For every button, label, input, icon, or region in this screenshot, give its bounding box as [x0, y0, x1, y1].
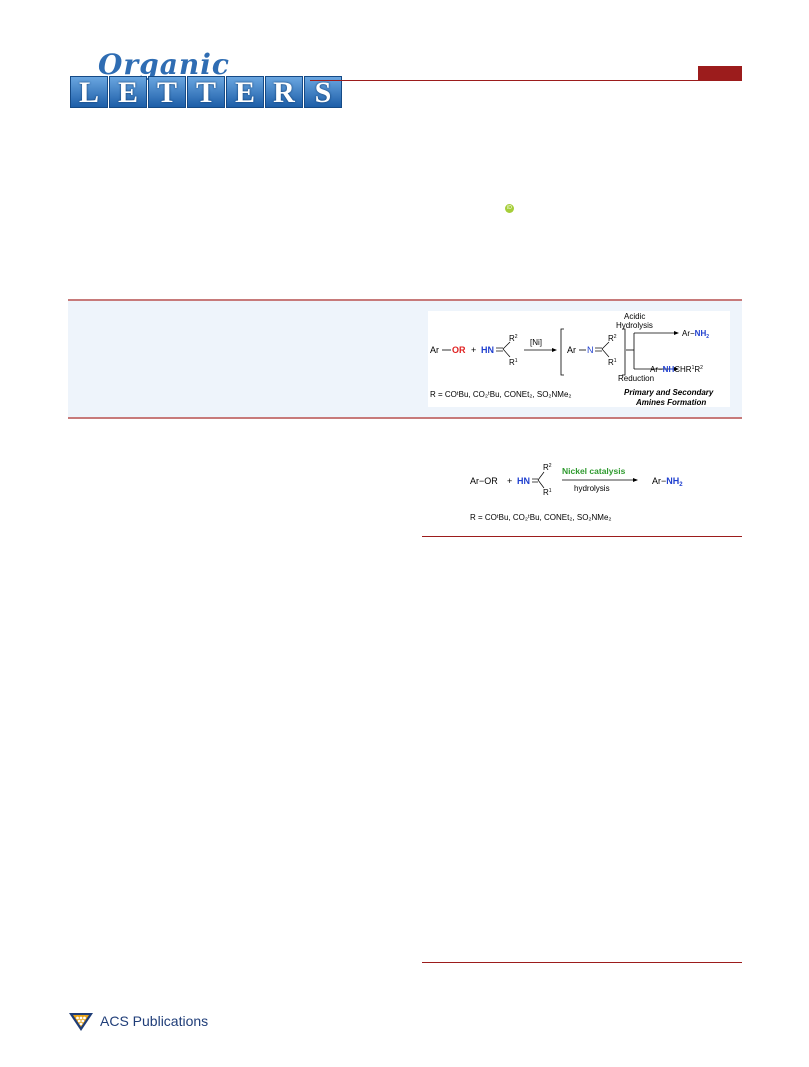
- toc-plus: +: [471, 345, 476, 355]
- logo-letters: L E T T E R S: [70, 76, 342, 109]
- toc-arrow-head: [674, 331, 679, 335]
- toc-catalyst: [Ni]: [530, 338, 542, 347]
- toc-r2b: R2: [608, 334, 617, 343]
- toc-scheme-svg: Ar OR + HN R2 R1 [Ni] Ar N R2 R1 Aci: [430, 312, 714, 407]
- header-rule: [310, 80, 742, 81]
- scheme-svg: Ar−OR + HN R2 R1 Nickel catalysis hydrol…: [470, 463, 683, 522]
- toc-r2: R2: [509, 334, 518, 343]
- toc-bond: [502, 348, 511, 358]
- toc-product-secondary: Ar−NHCHR1R2: [650, 365, 703, 374]
- orcid-icon[interactable]: iD: [505, 204, 514, 213]
- scheme-arrow-head: [633, 478, 638, 482]
- column-rule: [422, 536, 742, 537]
- toc-bond: [601, 348, 610, 358]
- toc-r-definition: R = COᵗBu, CO₂ᵗBu, CONEt₂, SO₂NMe₂: [430, 390, 572, 399]
- toc-graphic: Ar OR + HN R2 R1 [Ni] Ar N R2 R1 Aci: [428, 311, 730, 407]
- toc-reduction: Reduction: [618, 374, 654, 383]
- toc-caption-line2: Amines Formation: [635, 398, 706, 407]
- scheme-r-definition: R = COᵗBu, CO₂ᵗBu, CONEt₂, SO₂NMe₂: [470, 513, 612, 522]
- toc-bracket: [560, 328, 564, 376]
- scheme-catalysis: Nickel catalysis: [562, 466, 626, 476]
- logo-letter: T: [148, 76, 186, 109]
- toc-acidic: Acidic: [624, 312, 645, 321]
- scheme-r1: R1: [543, 488, 552, 497]
- scheme-ar-or: Ar−OR: [470, 476, 498, 486]
- scheme-bond: [537, 479, 545, 489]
- toc-ar2: Ar: [567, 345, 576, 355]
- toc-r1: R1: [509, 358, 518, 367]
- publisher-name: ACS Publications: [100, 1013, 209, 1029]
- toc-n: N: [587, 345, 594, 355]
- scheme-plus: +: [507, 476, 512, 486]
- scheme-bond: [537, 471, 545, 481]
- logo-organic-text: Organic: [98, 48, 230, 81]
- logo-letter: L: [70, 76, 108, 109]
- scheme-hydrolysis: hydrolysis: [574, 484, 610, 493]
- toc-product-primary: Ar−NH2: [682, 329, 709, 340]
- toc-bracket: [622, 328, 626, 376]
- logo-letter: T: [187, 76, 225, 109]
- toc-bond: [502, 341, 511, 350]
- scheme-hn: HN: [517, 476, 530, 486]
- acs-emblem-icon: [69, 1013, 93, 1031]
- publisher-logo[interactable]: ACS Publications: [68, 1008, 208, 1034]
- column-rule: [422, 962, 742, 963]
- journal-logo: Organic L E T T E R S: [70, 48, 342, 110]
- logo-letter: E: [109, 76, 147, 109]
- toc-ar: Ar: [430, 345, 439, 355]
- toc-arrow-head: [552, 348, 557, 352]
- logo-letter: R: [265, 76, 303, 109]
- toc-or: OR: [452, 345, 466, 355]
- header-tab: [698, 66, 742, 81]
- toc-caption-line1: Primary and Secondary: [624, 388, 714, 397]
- logo-letter: E: [226, 76, 264, 109]
- logo-letter: S: [304, 76, 342, 109]
- toc-hn: HN: [481, 345, 494, 355]
- scheme-graphic: Ar−OR + HN R2 R1 Nickel catalysis hydrol…: [455, 458, 745, 528]
- scheme-r2: R2: [543, 463, 552, 472]
- toc-bond: [601, 341, 610, 350]
- toc-r1b: R1: [608, 358, 617, 367]
- toc-arrow-head: [674, 367, 679, 371]
- toc-hydrolysis: Hydrolysis: [616, 321, 653, 330]
- scheme-product: Ar−NH2: [652, 476, 683, 488]
